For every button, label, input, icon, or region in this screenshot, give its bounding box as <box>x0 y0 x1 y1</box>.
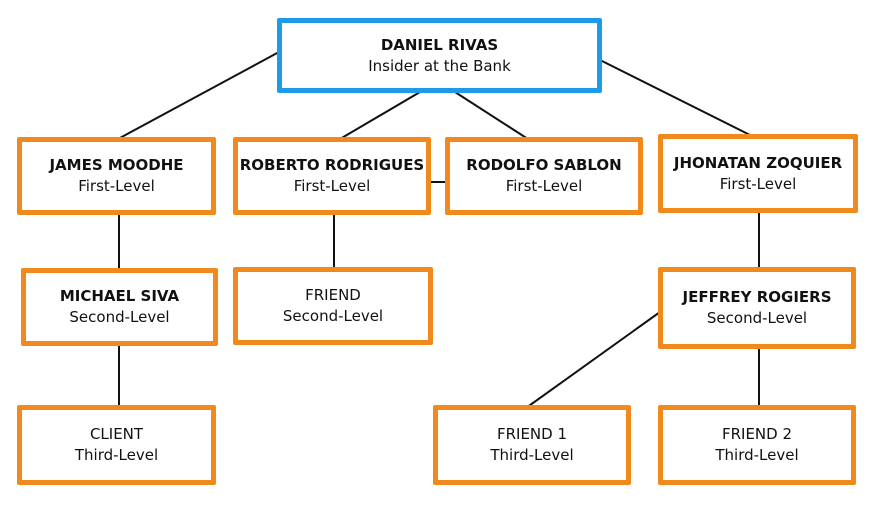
node-role: Insider at the Bank <box>368 56 511 75</box>
node-name: FRIEND 2 <box>721 425 793 443</box>
node-name: JEFFREY ROGIERS <box>682 288 832 306</box>
edge-daniel-jhonatan <box>599 59 753 137</box>
node-james-moodhe: JAMES MOODHE First-Level <box>17 137 216 215</box>
node-name: MICHAEL SIVA <box>59 287 180 305</box>
node-role: First-Level <box>78 177 155 195</box>
node-rodolfo-sablon: RODOLFO SABLON First-Level <box>445 137 643 215</box>
node-name: CLIENT <box>89 425 144 443</box>
node-name: DANIEL RIVAS <box>380 35 499 54</box>
node-client: CLIENT Third-Level <box>17 405 216 485</box>
node-jhonatan-zoquier: JHONATAN ZOQUIER First-Level <box>658 134 858 213</box>
node-roberto-rodrigues: ROBERTO RODRIGUES First-Level <box>233 137 431 215</box>
node-role: Third-Level <box>490 446 574 464</box>
edge-daniel-roberto <box>339 91 421 140</box>
node-name: FRIEND 1 <box>496 425 568 443</box>
node-daniel-rivas: DANIEL RIVAS Insider at the Bank <box>277 18 602 93</box>
node-role: First-Level <box>293 177 371 195</box>
node-friend-2: FRIEND 2 Third-Level <box>658 405 856 485</box>
node-role: First-Level <box>505 177 583 195</box>
node-friend-1: FRIEND 1 Third-Level <box>433 405 631 485</box>
edge-daniel-james <box>117 51 280 140</box>
node-role: Second-Level <box>282 307 384 325</box>
node-role: Second-Level <box>69 308 170 326</box>
edge-daniel-rodolfo <box>454 91 529 140</box>
node-name: FRIEND <box>305 286 361 304</box>
node-name: JAMES MOODHE <box>49 156 184 174</box>
node-name: JHONATAN ZOQUIER <box>673 153 843 172</box>
node-role: Third-Level <box>715 446 799 464</box>
node-name: ROBERTO RODRIGUES <box>239 156 425 174</box>
node-role: First-Level <box>719 174 797 193</box>
node-role: Second-Level <box>706 309 808 327</box>
node-role: Third-Level <box>74 446 159 464</box>
node-friend: FRIEND Second-Level <box>233 267 433 345</box>
edge-jeffrey-friend1 <box>525 311 661 409</box>
node-name: RODOLFO SABLON <box>466 156 622 174</box>
node-michael-siva: MICHAEL SIVA Second-Level <box>21 268 218 346</box>
node-jeffrey-rogiers: JEFFREY ROGIERS Second-Level <box>658 267 856 349</box>
